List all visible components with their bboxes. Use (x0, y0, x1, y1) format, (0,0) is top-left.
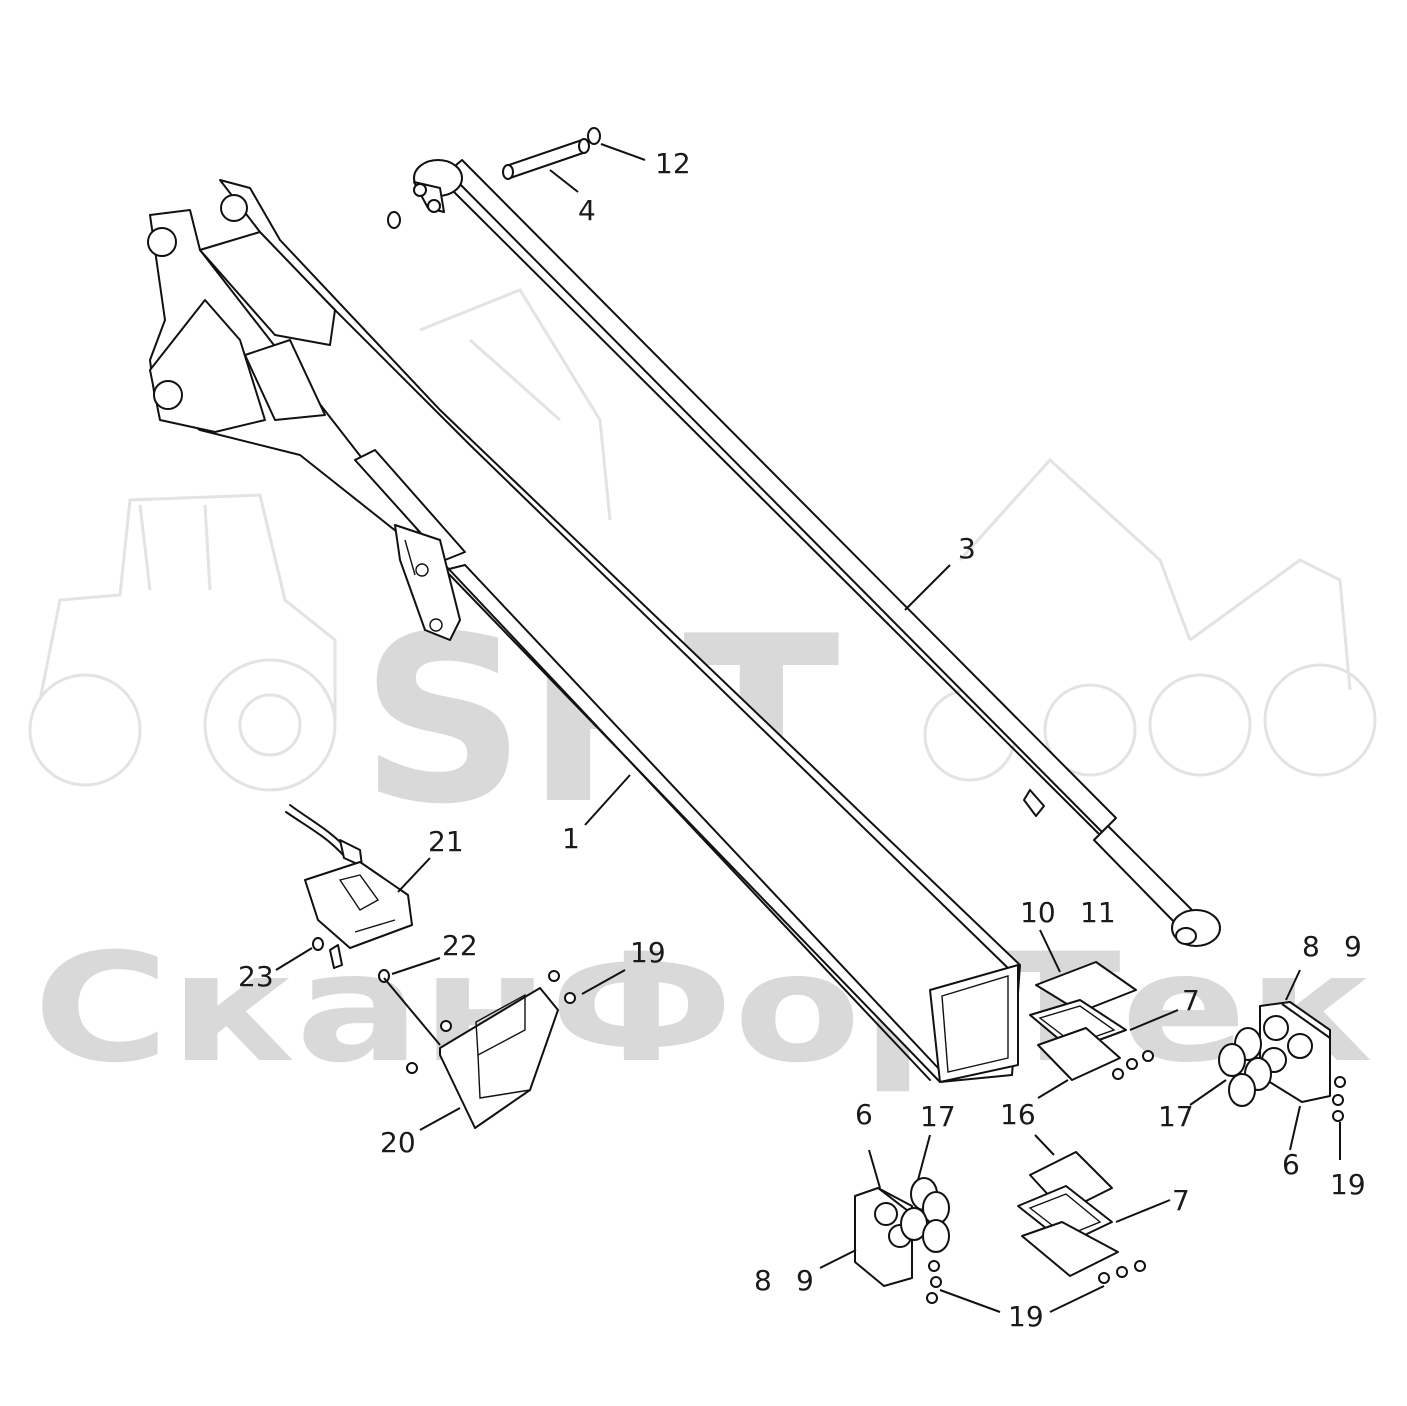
retaining-ring-part-left (387, 211, 401, 229)
callout-19-lower: 19 (1008, 1300, 1044, 1333)
callout-7-lower: 7 (1172, 1184, 1190, 1217)
callout-4: 4 (578, 194, 596, 227)
side-plate-set-right (1218, 1001, 1346, 1122)
callout-8-lower: 8 (754, 1264, 772, 1297)
callout-19-right: 19 (1330, 1168, 1366, 1201)
side-plate-set-lower (854, 1177, 950, 1304)
callout-8-right: 8 (1302, 930, 1320, 963)
guard-part (406, 970, 576, 1129)
callout-6-lower: 6 (855, 1098, 873, 1131)
callout-12: 12 (655, 147, 691, 180)
retaining-ring-part (587, 127, 601, 145)
leader-lines (275, 143, 1341, 1313)
callout-17-lower: 17 (920, 1100, 956, 1133)
callout-11: 11 (1080, 896, 1116, 929)
callout-17-right: 17 (1158, 1100, 1194, 1133)
pin-part (502, 138, 590, 180)
callout-9-right: 9 (1344, 930, 1362, 963)
callout-3: 3 (958, 532, 976, 565)
callout-1: 1 (562, 822, 580, 855)
sensor-bracket-part (285, 804, 413, 969)
hydraulic-cylinder-part (413, 159, 1221, 947)
callout-22: 22 (442, 929, 478, 962)
wear-pad-set-upper (1029, 961, 1154, 1081)
callout-23: 23 (238, 960, 274, 993)
washer-part (312, 937, 324, 951)
callout-19-guard: 19 (630, 936, 666, 969)
callout-6-right: 6 (1282, 1148, 1300, 1181)
watermark-company: СканФорТек (33, 922, 1373, 1096)
bolt-part (378, 969, 390, 983)
callout-9-lower: 9 (796, 1264, 814, 1297)
callout-20: 20 (380, 1126, 416, 1159)
callout-21: 21 (428, 825, 464, 858)
callout-10: 10 (1020, 896, 1056, 929)
callout-7-upper: 7 (1182, 984, 1200, 1017)
watermark-machinery-art (28, 288, 1377, 792)
callout-16-upper: 16 (1000, 1098, 1036, 1131)
boom-part (147, 179, 1021, 1083)
wear-pad-set-lower (1017, 1151, 1146, 1284)
callout-labels: 12 4 3 1 21 22 23 19 20 10 11 7 16 8 9 1… (238, 147, 1366, 1333)
